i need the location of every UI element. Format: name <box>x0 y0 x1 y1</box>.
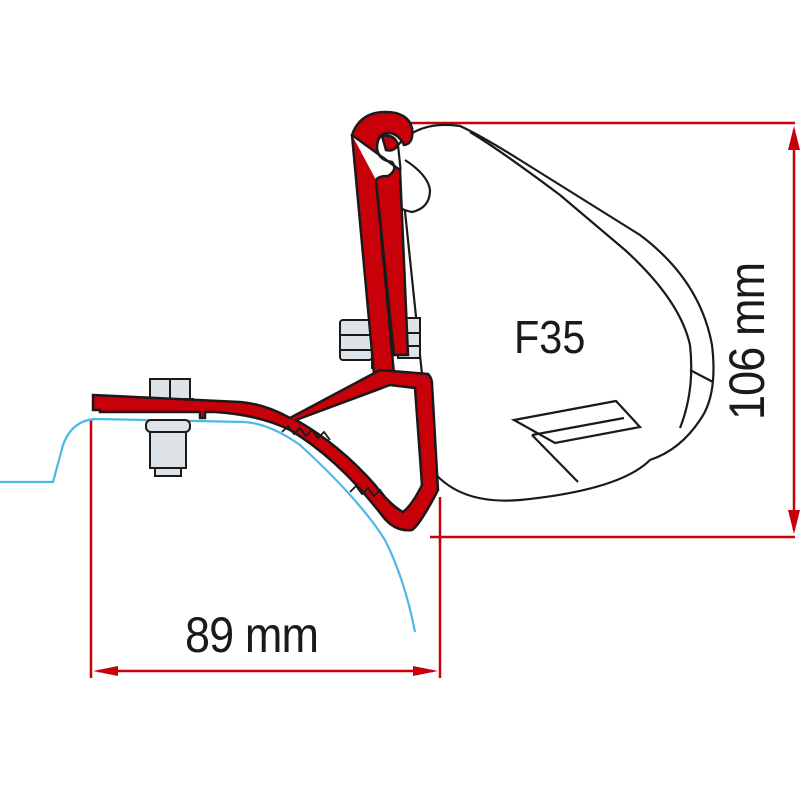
mounting-bracket <box>91 110 440 532</box>
arrow-down-icon <box>788 510 800 534</box>
awning-case <box>389 123 715 502</box>
arrow-left-icon <box>93 666 118 676</box>
arrow-up-icon <box>788 126 800 150</box>
arrow-right-icon <box>413 666 438 676</box>
bolt-nut-left <box>339 319 373 361</box>
model-label: F35 <box>514 311 586 363</box>
height-dimension-label: 106 mm <box>719 262 775 420</box>
dimension-lines <box>89 121 796 678</box>
dimension-arrows <box>93 126 800 676</box>
vehicle-roof-profile <box>0 417 417 633</box>
width-dimension-label: 89 mm <box>185 607 319 663</box>
